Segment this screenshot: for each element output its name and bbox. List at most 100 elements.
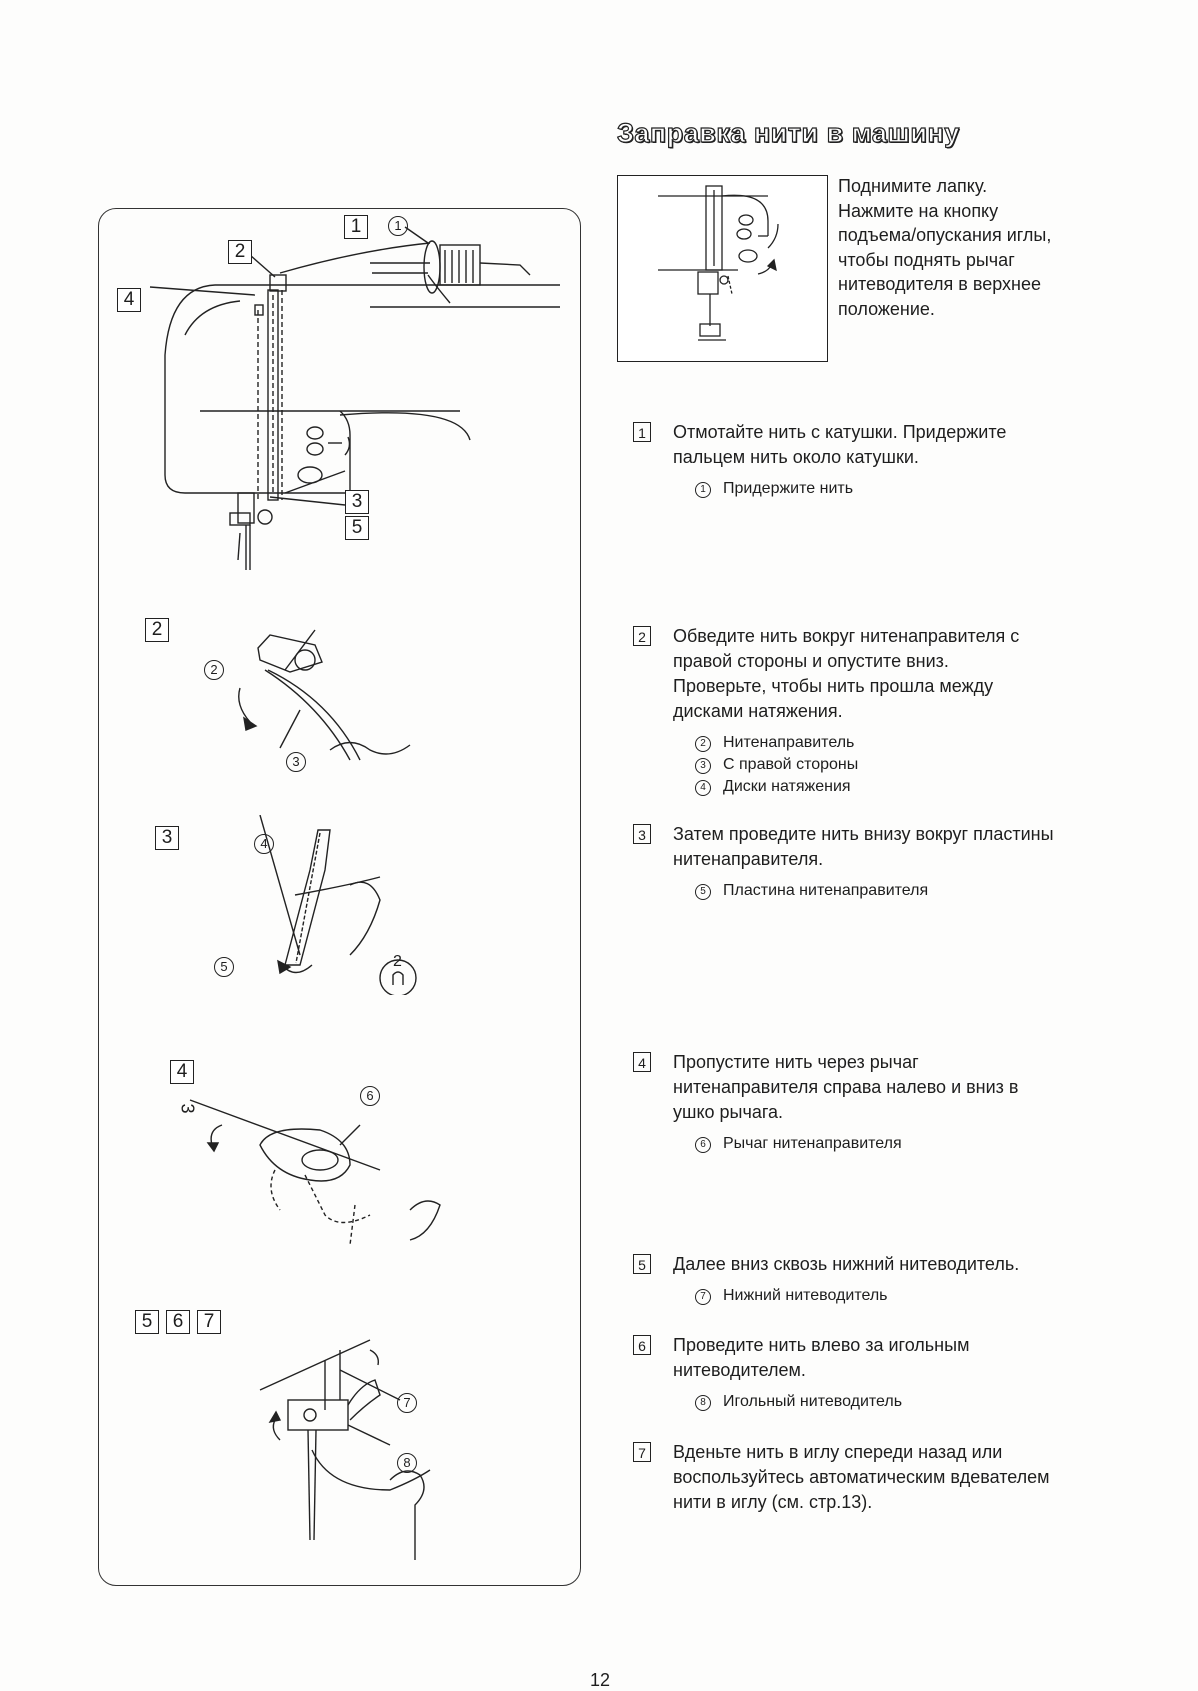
step-line: дисками натяжения.	[673, 701, 843, 721]
step-text: 7 Вденьте нить в иглу спереди назад или …	[633, 1440, 1133, 1515]
figure-step-label: 2	[228, 240, 252, 264]
callout-number: 5	[214, 957, 234, 977]
step-line: нити в иглу (см. стр.13).	[673, 1492, 873, 1512]
figure-step-label: 3	[345, 490, 369, 514]
note-marker: 4	[695, 780, 711, 796]
callout-number: 2	[204, 660, 224, 680]
step-line: правой стороны и опустите вниз.	[673, 651, 949, 671]
note-marker: 3	[695, 758, 711, 774]
step-line: Пропустите нить через рычаг	[673, 1052, 919, 1072]
step-5: 5 Далее вниз сквозь нижний нитеводитель.…	[633, 1252, 1133, 1307]
page-title: Заправка нити в машину	[616, 117, 960, 148]
step-number: 7	[633, 1442, 651, 1462]
step-line: нитенаправителя.	[673, 849, 824, 869]
step-text: 1 Отмотайте нить с катушки. Придержите п…	[633, 420, 1133, 470]
take-up-lever-illustration	[189, 1099, 441, 1246]
figure-step-label: 4	[117, 288, 141, 312]
callout-number: 6	[360, 1086, 380, 1106]
intro-illustration	[617, 175, 828, 362]
step-6: 6 Проведите нить влево за игольным нитев…	[633, 1333, 1133, 1413]
step-text: 4 Пропустите нить через рычаг нитенаправ…	[633, 1050, 1133, 1125]
intro-line: нитеводителя в верхнее	[838, 274, 1041, 294]
note-text: Диски натяжения	[723, 778, 851, 795]
arrow-step-number: 2	[393, 953, 402, 970]
step-text: 6 Проведите нить влево за игольным нитев…	[633, 1333, 1133, 1383]
note-marker: 2	[695, 736, 711, 752]
intro-line: положение.	[838, 298, 935, 319]
machine-threading-diagram	[149, 226, 560, 570]
callout: 3	[286, 752, 306, 772]
callout: 5	[214, 957, 234, 977]
callout: 4	[254, 834, 274, 854]
note-marker: 8	[695, 1395, 711, 1411]
step-number: 4	[633, 1052, 651, 1072]
arrow-step-number: 3	[177, 1103, 198, 1114]
callout: 2	[204, 660, 224, 680]
step-line: Проведите нить влево за игольным	[673, 1335, 970, 1355]
needle-threading-illustration	[259, 1339, 431, 1560]
thread-guide-illustration	[238, 629, 411, 761]
step-notes: 5 Пластина нитенаправителя	[633, 880, 1133, 902]
thread-plate-illustration	[259, 815, 417, 995]
note-marker: 6	[695, 1137, 711, 1153]
callout-number: 1	[388, 216, 408, 236]
note-text: Пластина нитенаправителя	[723, 882, 929, 899]
step-line: воспользуйтесь автоматическим вдевателем	[673, 1467, 1050, 1487]
step-line: пальцем нить около катушки.	[673, 447, 919, 467]
step-line: Вденьте нить в иглу спереди назад или	[673, 1442, 1003, 1462]
step-number: 6	[633, 1335, 651, 1355]
step-line: Проверьте, чтобы нить прошла между	[673, 676, 994, 696]
step-line: нитеводителем.	[673, 1360, 806, 1380]
step-line: нитенаправителя справа налево и вниз в	[673, 1077, 1019, 1097]
callout-number: 3	[286, 752, 306, 772]
figure-3-label: 3	[155, 826, 179, 850]
step-line: Далее вниз сквозь нижний нитеводитель.	[673, 1254, 1020, 1274]
callout: 1	[388, 216, 408, 236]
step-4: 4 Пропустите нить через рычаг нитенаправ…	[633, 1050, 1133, 1155]
callout-number: 4	[254, 834, 274, 854]
step-number: 5	[633, 1254, 651, 1274]
figure-step-label: 5	[345, 516, 369, 540]
step-line: Отмотайте нить с катушки. Придержите	[673, 422, 1007, 442]
callout: 6	[360, 1086, 380, 1106]
callout-number: 8	[397, 1453, 417, 1473]
figure-567-label: 7	[197, 1310, 221, 1334]
intro-line: Нажмите на кнопку	[838, 200, 999, 221]
note-text: Игольный нитеводитель	[723, 1393, 903, 1410]
figure-2-label: 2	[145, 618, 169, 642]
figure-567-label: 5	[135, 1310, 159, 1334]
step-number: 2	[633, 626, 651, 646]
step-line: ушко рычага.	[673, 1102, 784, 1122]
step-notes: 6 Рычаг нитенаправителя	[633, 1133, 1133, 1155]
note-text: Придержите нить	[723, 480, 854, 497]
illustration-panel	[98, 208, 581, 1586]
figure-567-label: 6	[166, 1310, 190, 1334]
step-text: 2 Обведите нить вокруг нитенаправителя с…	[633, 624, 1133, 724]
step-number: 1	[633, 422, 651, 442]
step-notes: 8 Игольный нитеводитель	[633, 1391, 1133, 1413]
intro-line: чтобы поднять рычаг	[838, 249, 1015, 270]
presser-foot-illustration	[658, 185, 779, 341]
step-1: 1 Отмотайте нить с катушки. Придержите п…	[633, 420, 1133, 500]
intro-line: Поднимите лапку.	[838, 176, 988, 196]
step-notes: 1 Придержите нить	[633, 478, 1133, 500]
note-text: Нижний нитеводитель	[723, 1287, 888, 1304]
step-text: 5 Далее вниз сквозь нижний нитеводитель.	[633, 1252, 1133, 1277]
step-line: Затем проведите нить внизу вокруг пласти…	[673, 824, 1054, 844]
intro-text: Поднимите лапку. Нажмите на кнопку подъе…	[838, 174, 1088, 321]
step-2: 2 Обведите нить вокруг нитенаправителя с…	[633, 624, 1133, 798]
callout: 8	[397, 1453, 417, 1473]
note-text: Рычаг нитенаправителя	[723, 1135, 902, 1152]
callout-number: 7	[397, 1393, 417, 1413]
figure-step-label: 1	[344, 215, 368, 239]
figure-4-label: 4	[170, 1060, 194, 1084]
step-7: 7 Вденьте нить в иглу спереди назад или …	[633, 1440, 1133, 1515]
note-marker: 7	[695, 1289, 711, 1305]
step-notes: 7 Нижний нитеводитель	[633, 1285, 1133, 1307]
note-marker: 5	[695, 884, 711, 900]
page-number: 12	[590, 1670, 611, 1690]
note-marker: 1	[695, 482, 711, 498]
callout: 7	[397, 1393, 417, 1413]
note-text: С правой стороны	[723, 756, 859, 773]
